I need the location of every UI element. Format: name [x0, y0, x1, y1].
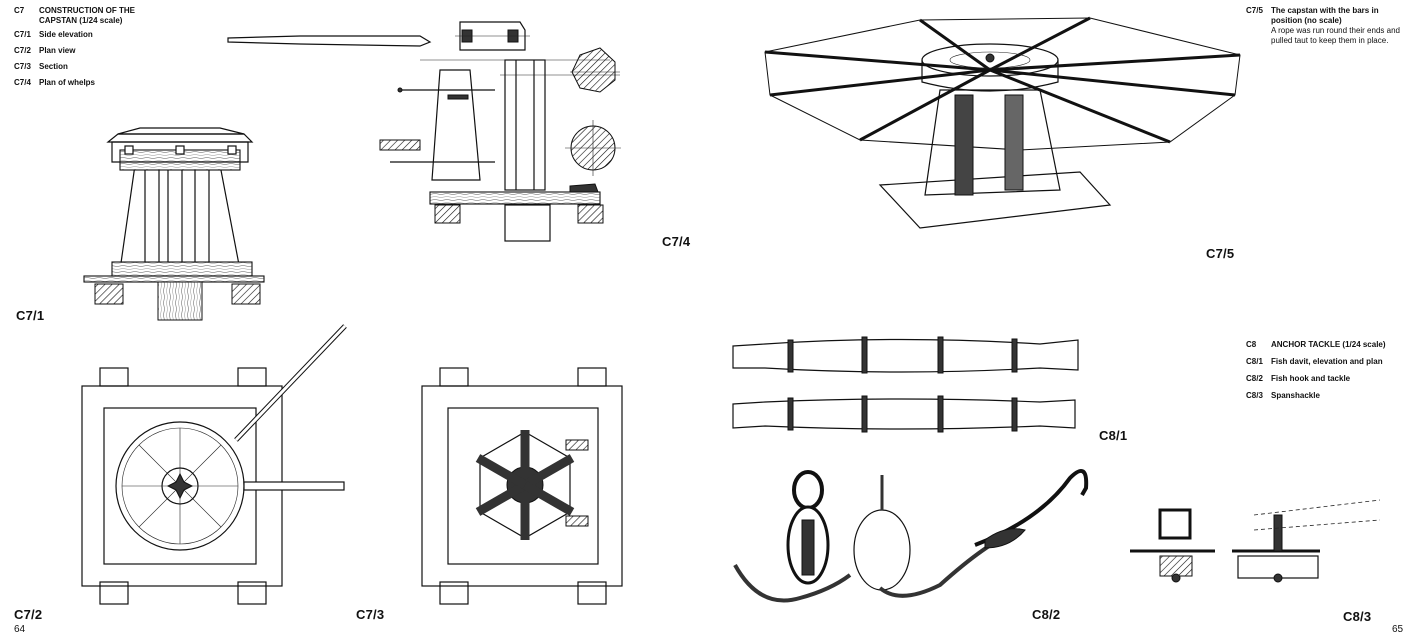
- caption-c8-3: C8/3 Spanshackle: [1246, 391, 1320, 401]
- caption-c8: C8 ANCHOR TACKLE (1/24 scale): [1246, 340, 1386, 350]
- figure-label-c8-1: C8/1: [1099, 428, 1128, 443]
- caption-c7-4: C7/4 Plan of whelps: [14, 78, 95, 88]
- figure-label-c7-3: C7/3: [356, 607, 385, 622]
- caption-code: C8: [1246, 340, 1257, 349]
- caption-text: Section: [39, 62, 68, 71]
- capstan-side-elevation: [83, 127, 265, 321]
- caption-body-line2: pulled taut to keep them in place.: [1271, 36, 1389, 45]
- caption-title-line1: The capstan with the bars in: [1271, 6, 1379, 15]
- caption-c7-5: C7/5 The capstan with the bars in positio…: [1246, 6, 1421, 46]
- caption-title-line2: position (no scale): [1271, 16, 1342, 25]
- caption-c7-3: C7/3 Section: [14, 62, 68, 72]
- caption-text: Spanshackle: [1271, 391, 1320, 400]
- caption-c8-2: C8/2 Fish hook and tackle: [1246, 374, 1350, 384]
- caption-code: C7/4: [14, 78, 31, 87]
- caption-text: Fish hook and tackle: [1271, 374, 1351, 383]
- page-number-left: 64: [14, 624, 26, 635]
- caption-code: C8/3: [1246, 391, 1263, 400]
- page-number-right: 65: [1392, 624, 1404, 635]
- figure-label-c7-2: C7/2: [14, 607, 43, 622]
- fish-davit: [732, 336, 1079, 433]
- figure-label-c8-2: C8/2: [1032, 607, 1061, 622]
- caption-title-line1: CONSTRUCTION OF THE: [39, 6, 135, 15]
- caption-title-line2: CAPSTAN (1/24 scale): [39, 16, 123, 25]
- figure-label-c7-4: C7/4: [662, 234, 691, 249]
- caption-c7-1: C7/1 Side elevation: [14, 30, 93, 40]
- caption-text: Fish davit, elevation and plan: [1271, 357, 1383, 366]
- capstan-section: [421, 367, 623, 605]
- caption-text: Plan view: [39, 46, 76, 55]
- caption-c8-1: C8/1 Fish davit, elevation and plan: [1246, 357, 1383, 367]
- fish-hook-tackle: [733, 469, 1089, 603]
- caption-text: Side elevation: [39, 30, 93, 39]
- caption-code: C7: [14, 6, 25, 15]
- caption-code: C7/5: [1246, 6, 1263, 15]
- caption-code: C7/1: [14, 30, 31, 39]
- figure-label-c7-1: C7/1: [16, 308, 45, 323]
- spanshackle: [1130, 499, 1381, 583]
- caption-code: C7/2: [14, 46, 31, 55]
- caption-c7: C7 CONSTRUCTION OF THE CAPSTAN (1/24 scal…: [14, 6, 154, 26]
- figure-label-c7-5: C7/5: [1206, 246, 1235, 261]
- caption-body-line1: A rope was run round their ends and: [1271, 26, 1400, 35]
- caption-c7-2: C7/2 Plan view: [14, 46, 75, 56]
- caption-text: ANCHOR TACKLE (1/24 scale): [1271, 340, 1386, 349]
- capstan-with-bars: [764, 16, 1241, 229]
- capstan-plan-view: [81, 324, 347, 605]
- caption-code: C8/1: [1246, 357, 1263, 366]
- figure-label-c8-3: C8/3: [1343, 609, 1372, 624]
- whelps-plan: [227, 21, 621, 242]
- caption-code: C7/3: [14, 62, 31, 71]
- caption-code: C8/2: [1246, 374, 1263, 383]
- caption-text: Plan of whelps: [39, 78, 96, 87]
